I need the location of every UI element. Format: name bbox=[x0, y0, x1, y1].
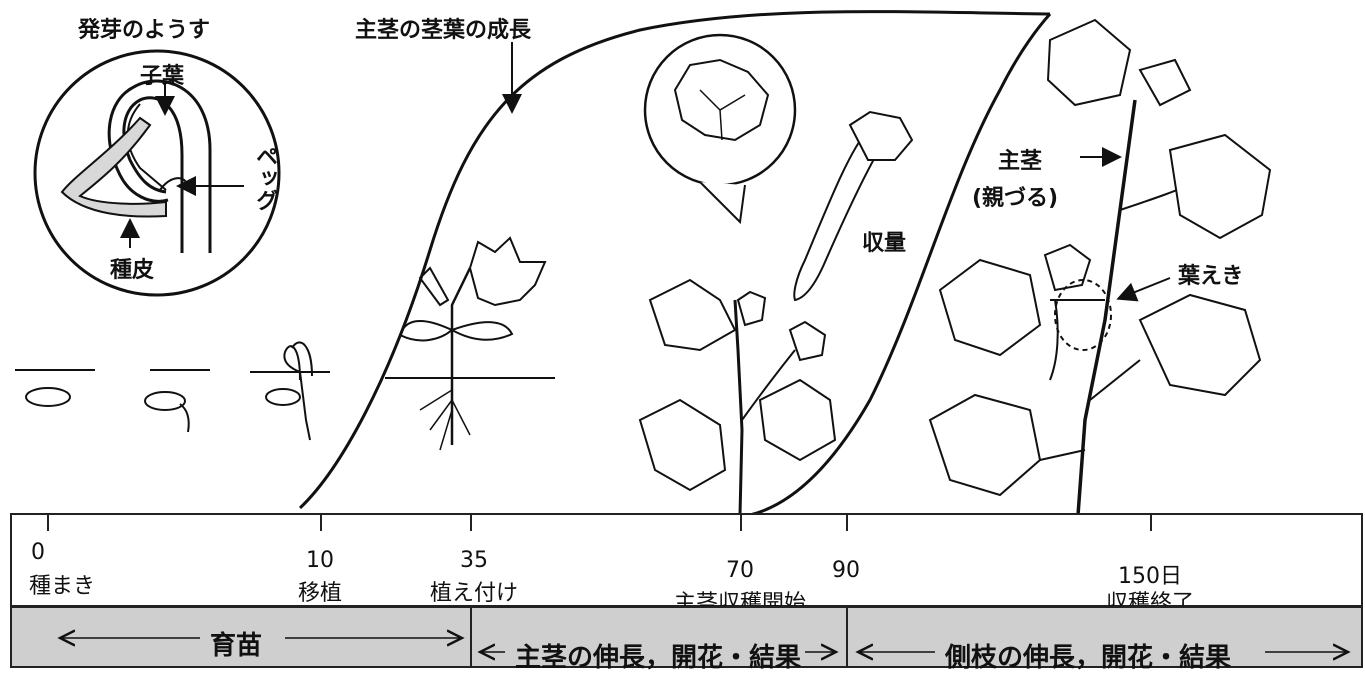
cucumber-fruit bbox=[793, 110, 914, 302]
flowering-plant bbox=[638, 278, 837, 516]
main-stem-paren-label: (親づる) bbox=[972, 186, 1059, 211]
soil-line bbox=[15, 369, 555, 379]
flower-inset bbox=[643, 33, 797, 225]
leaf-axil-label: 葉えき bbox=[1178, 264, 1244, 289]
event-label-35: 植え付け bbox=[429, 581, 519, 606]
sprouting-seeds bbox=[25, 341, 313, 441]
event-label-10: 移植 bbox=[297, 581, 343, 606]
main-stem-label: 主茎 bbox=[998, 149, 1043, 174]
tick-label-70: 70 bbox=[726, 558, 754, 583]
stage-divider-2 bbox=[846, 606, 848, 668]
tick-0 bbox=[47, 513, 49, 531]
tick-150 bbox=[1150, 513, 1152, 531]
peg-label: ペッグ bbox=[252, 145, 277, 211]
stage-divider-1 bbox=[470, 606, 472, 668]
harvest-amount-label: 収量 bbox=[862, 231, 907, 256]
tick-label-0: 0 bbox=[31, 540, 45, 565]
growth-curve bbox=[298, 10, 1051, 510]
tick-70 bbox=[740, 513, 742, 531]
tick-10 bbox=[320, 513, 322, 531]
seed-coat-label: 種皮 bbox=[110, 258, 155, 283]
tick-35 bbox=[470, 513, 472, 531]
main-stem-leaf-growth-label: 主茎の茎葉の成長 bbox=[355, 18, 532, 43]
tick-label-35: 35 bbox=[460, 548, 488, 573]
tick-label-10: 10 bbox=[306, 548, 334, 573]
germination-title: 発芽のようす bbox=[78, 18, 211, 43]
stage-band bbox=[10, 606, 1363, 668]
germination-inset bbox=[33, 49, 281, 297]
cotyledon-label: 子葉 bbox=[140, 64, 185, 89]
stage-label-nursery: 育苗 bbox=[210, 631, 263, 661]
tick-90 bbox=[846, 513, 848, 531]
timeline-box bbox=[10, 513, 1363, 607]
tick-label-150: 150日 bbox=[1118, 564, 1182, 589]
stage-label-side-branch: 側枝の伸長，開花・結果 bbox=[945, 643, 1232, 673]
stage-label-main-stem: 主茎の伸長，開花・結果 bbox=[515, 643, 802, 673]
mature-plant bbox=[928, 18, 1272, 516]
event-label-0: 種まき bbox=[28, 574, 96, 599]
growth-curve-inner bbox=[749, 12, 1052, 517]
tick-label-90: 90 bbox=[832, 558, 860, 583]
